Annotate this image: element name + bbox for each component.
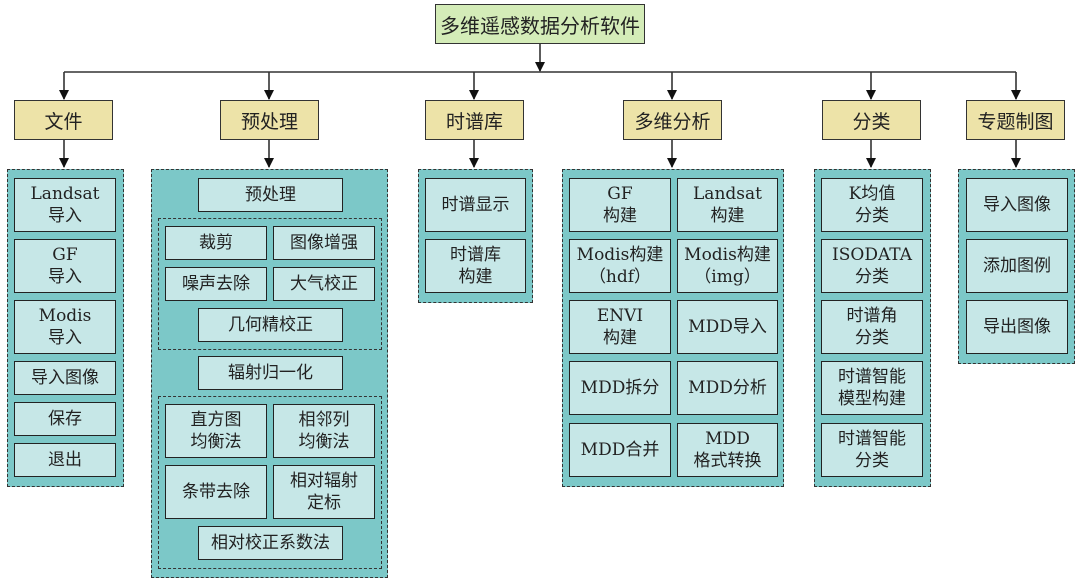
preprocess-item-image-enhance[interactable]: 图像增强 bbox=[273, 226, 375, 260]
spectral-library-item-build[interactable]: 时谱库 构建 bbox=[425, 239, 526, 293]
category-spectral-library[interactable]: 时谱库 bbox=[425, 100, 524, 140]
category-thematic-mapping[interactable]: 专题制图 bbox=[966, 100, 1065, 140]
multidim-item-mdd-merge[interactable]: MDD合并 bbox=[569, 423, 671, 477]
preprocess-item-noise-removal[interactable]: 噪声去除 bbox=[165, 267, 267, 301]
preprocess-item-relative-radiometric-calibration[interactable]: 相对辐射 定标 bbox=[273, 465, 375, 519]
preprocess-item-geometric-correction[interactable]: 几何精校正 bbox=[198, 308, 343, 342]
multidim-item-mdd-analysis[interactable]: MDD分析 bbox=[677, 361, 778, 415]
file-item-save[interactable]: 保存 bbox=[14, 402, 116, 436]
category-file[interactable]: 文件 bbox=[14, 100, 113, 140]
file-item-landsat-import[interactable]: Landsat 导入 bbox=[14, 178, 116, 232]
mapping-item-add-legend[interactable]: 添加图例 bbox=[966, 239, 1068, 293]
classification-item-kmeans[interactable]: K均值 分类 bbox=[821, 178, 923, 232]
file-item-modis-import[interactable]: Modis 导入 bbox=[14, 300, 116, 354]
multidim-item-mdd-format-convert[interactable]: MDD 格式转换 bbox=[677, 423, 778, 477]
multidim-item-mdd-split[interactable]: MDD拆分 bbox=[569, 361, 671, 415]
multidim-item-modis-build-hdf[interactable]: Modis构建 （hdf） bbox=[569, 239, 671, 293]
multidim-item-gf-build[interactable]: GF 构建 bbox=[569, 178, 671, 232]
multidim-item-modis-build-img[interactable]: Modis构建 （img） bbox=[677, 239, 778, 293]
multidim-item-landsat-build[interactable]: Landsat 构建 bbox=[677, 178, 778, 232]
classification-item-spectral-angle[interactable]: 时谱角 分类 bbox=[821, 300, 923, 354]
spectral-library-item-display[interactable]: 时谱显示 bbox=[425, 178, 526, 232]
preprocess-item-histogram-equalization[interactable]: 直方图 均衡法 bbox=[165, 404, 267, 458]
mapping-item-export-image[interactable]: 导出图像 bbox=[966, 300, 1068, 354]
multidim-item-envi-build[interactable]: ENVI 构建 bbox=[569, 300, 671, 354]
multidim-item-mdd-import[interactable]: MDD导入 bbox=[677, 300, 778, 354]
mapping-item-import-image[interactable]: 导入图像 bbox=[966, 178, 1068, 232]
preprocess-group-basic bbox=[158, 218, 382, 350]
preprocess-item-preprocess[interactable]: 预处理 bbox=[198, 178, 343, 212]
classification-item-intelligent-classify[interactable]: 时谱智能 分类 bbox=[821, 423, 923, 477]
file-item-import-image[interactable]: 导入图像 bbox=[14, 361, 116, 395]
preprocess-item-stripe-removal[interactable]: 条带去除 bbox=[165, 465, 267, 519]
category-multidim-analysis[interactable]: 多维分析 bbox=[623, 100, 722, 140]
preprocess-item-atmospheric-correction[interactable]: 大气校正 bbox=[273, 267, 375, 301]
preprocess-item-crop[interactable]: 裁剪 bbox=[165, 226, 267, 260]
category-classification[interactable]: 分类 bbox=[822, 100, 921, 140]
preprocess-item-radiometric-normalization[interactable]: 辐射归一化 bbox=[198, 356, 343, 390]
file-item-exit[interactable]: 退出 bbox=[14, 443, 116, 477]
classification-item-isodata[interactable]: ISODATA 分类 bbox=[821, 239, 923, 293]
root-node[interactable]: 多维遥感数据分析软件 bbox=[435, 4, 645, 44]
preprocess-item-relative-correction-coefficient[interactable]: 相对校正系数法 bbox=[198, 526, 343, 560]
preprocess-item-adjacent-column-equalization[interactable]: 相邻列 均衡法 bbox=[273, 404, 375, 458]
classification-item-intelligent-model-build[interactable]: 时谱智能 模型构建 bbox=[821, 361, 923, 415]
category-preprocess[interactable]: 预处理 bbox=[220, 100, 319, 140]
file-item-gf-import[interactable]: GF 导入 bbox=[14, 239, 116, 293]
preprocess-group-radiometric bbox=[158, 396, 382, 569]
